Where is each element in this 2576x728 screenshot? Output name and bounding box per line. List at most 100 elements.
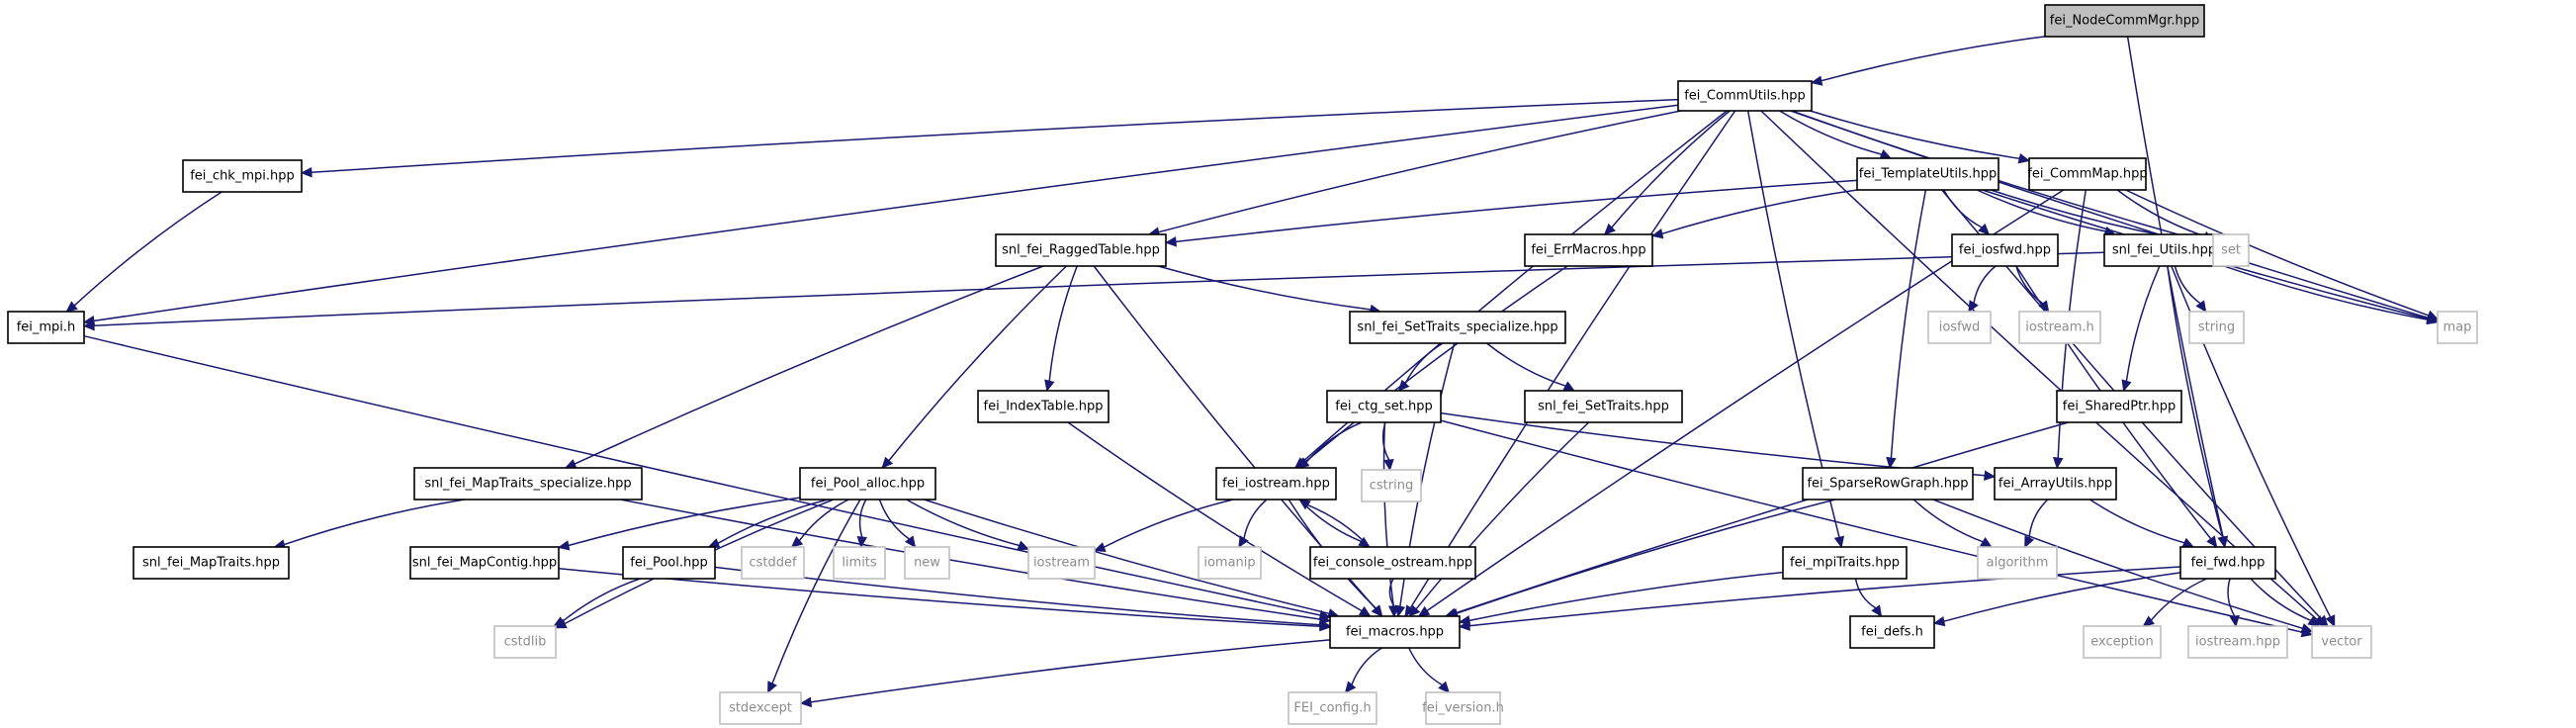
node-box xyxy=(2103,233,2225,267)
node-fei-version-h: fei_version.h xyxy=(1422,691,1504,725)
node-box xyxy=(2056,390,2182,423)
node-fei-templateutils-hpp[interactable]: fei_TemplateUtils.hpp xyxy=(1856,157,1999,191)
node-fei-pool-hpp[interactable]: fei_Pool.hpp xyxy=(622,546,716,580)
edge-snl-fei-settraits-hpp-to-fei-macros-hpp xyxy=(1408,421,1590,617)
node-snl-fei-maptraits-specialize-hpp[interactable]: snl_fei_MapTraits_specialize.hpp xyxy=(413,467,643,500)
node-fei-mpi-h[interactable]: fei_mpi.h xyxy=(7,311,85,344)
edge-snl-fei-raggedtable-hpp-to-fei-indextable-hpp xyxy=(1044,265,1078,393)
edge-fei-sparserowgraph-hpp-to-fei-macros-hpp xyxy=(1446,499,1835,618)
node-label: fei_SharedPtr.hpp xyxy=(2063,400,2176,414)
node-label: iostream.h xyxy=(2025,320,2094,335)
node-snl-fei-utils-hpp[interactable]: snl_fei_Utils.hpp xyxy=(2103,233,2225,267)
node-iomanip: iomanip xyxy=(1198,546,1262,580)
node-cstring: cstring xyxy=(1361,469,1422,502)
node-map: map xyxy=(2437,311,2478,344)
node-box xyxy=(1856,157,1999,191)
edge-fei-arrayutils-hpp-to-fei-fwd-hpp xyxy=(2088,499,2195,548)
edge-fei-fwd-hpp-to-fei-defs-h xyxy=(1932,572,2181,627)
edge-fei-mpitraits-hpp-to-fei-defs-h xyxy=(1854,578,1883,618)
node-box xyxy=(1361,469,1422,502)
edge-fei-pool-alloc-hpp-to-fei-macros-hpp xyxy=(924,499,1340,619)
node-box xyxy=(2028,157,2147,191)
node-snl-fei-settraits-specialize-hpp[interactable]: snl_fei_SetTraits_specialize.hpp xyxy=(1349,311,1566,344)
node-snl-fei-mapcontig-hpp[interactable]: snl_fei_MapContig.hpp xyxy=(409,546,560,580)
node-fei-ctg-set-hpp[interactable]: fei_ctg_set.hpp xyxy=(1326,390,1442,423)
node-snl-fei-raggedtable-hpp[interactable]: snl_fei_RaggedTable.hpp xyxy=(995,233,1167,267)
node-snl-fei-settraits-hpp[interactable]: snl_fei_SetTraits.hpp xyxy=(1524,390,1683,423)
node-label: snl_fei_SetTraits_specialize.hpp xyxy=(1357,320,1557,335)
edge-fei-templateutils-hpp-to-fei-errmacros-hpp xyxy=(1650,189,1858,239)
node-exception: exception xyxy=(2083,625,2162,659)
node-label: cstdlib xyxy=(504,635,547,650)
node-limits: limits xyxy=(833,546,886,580)
edge-fei-pool-alloc-hpp-to-fei-pool-hpp xyxy=(707,499,829,549)
edge-fei-chk-mpi-hpp-to-fei-mpi-h xyxy=(65,191,222,313)
node-fei-console-ostream-hpp[interactable]: fei_console_ostream.hpp xyxy=(1309,546,1476,580)
node-box xyxy=(133,546,290,580)
node-fei-commmap-hpp[interactable]: fei_CommMap.hpp xyxy=(2027,157,2148,191)
node-fei-macros-hpp[interactable]: fei_macros.hpp xyxy=(1329,615,1461,649)
node-fei-indextable-hpp[interactable]: fei_IndexTable.hpp xyxy=(977,390,1110,423)
node-box xyxy=(2044,4,2205,38)
node-label: string xyxy=(2198,320,2235,335)
node-box xyxy=(1349,311,1566,344)
node-label: snl_fei_RaggedTable.hpp xyxy=(1002,243,1160,258)
node-fei-sharedptr-hpp[interactable]: fei_SharedPtr.hpp xyxy=(2056,390,2182,423)
node-fei-iosfwd-hpp[interactable]: fei_iosfwd.hpp xyxy=(1951,233,2059,267)
node-box xyxy=(493,625,557,659)
node-label: snl_fei_MapTraits_specialize.hpp xyxy=(424,477,631,492)
node-box xyxy=(904,546,950,580)
edge-fei-fwd-hpp-to-vector xyxy=(2250,578,2320,627)
node-box xyxy=(1329,615,1461,649)
edge-fei-templateutils-hpp-to-snl-fei-utils-hpp xyxy=(1976,189,2116,236)
edge-fei-arrayutils-hpp-to-algorithm xyxy=(2024,499,2049,549)
edge-fei-pool-alloc-hpp-to-new xyxy=(878,499,917,548)
node-box xyxy=(1802,467,1974,500)
node-iostream-hpp: iostream.hpp xyxy=(2187,625,2288,659)
edge-snl-fei-settraits-specialize-hpp-to-fei-ctg-set-hpp xyxy=(1397,342,1444,392)
edge-fei-sparserowgraph-hpp-to-vector xyxy=(1932,499,2314,634)
node-label: fei_chk_mpi.hpp xyxy=(190,169,295,184)
edge-fei-nodecommmgr-hpp-to-fei-fwd-hpp xyxy=(2126,36,2229,549)
node-box xyxy=(719,691,802,725)
edge-fei-macros-hpp-to-stdexcept xyxy=(799,639,1331,708)
node-box xyxy=(1326,390,1442,423)
node-box xyxy=(1524,390,1683,423)
edge-fei-iosfwd-hpp-to-iosfwd xyxy=(1968,265,1997,314)
node-fei-mpitraits-hpp[interactable]: fei_mpiTraits.hpp xyxy=(1782,546,1908,580)
node-label: cstring xyxy=(1370,479,1413,494)
node-fei-defs-h[interactable]: fei_defs.h xyxy=(1849,615,1935,649)
node-label: limits xyxy=(842,556,877,571)
node-fei-pool-alloc-hpp[interactable]: fei_Pool_alloc.hpp xyxy=(799,467,936,500)
edge-fei-fwd-hpp-to-fei-macros-hpp xyxy=(1458,566,2181,631)
node-cstdlib: cstdlib xyxy=(493,625,557,659)
node-label: fei_ErrMacros.hpp xyxy=(1531,243,1645,258)
node-fei-chk-mpi-hpp[interactable]: fei_chk_mpi.hpp xyxy=(182,159,303,193)
edge-snl-fei-raggedtable-hpp-to-snl-fei-settraits-specialize-hpp xyxy=(1157,265,1381,316)
node-snl-fei-maptraits-hpp[interactable]: snl_fei_MapTraits.hpp xyxy=(133,546,290,580)
node-box xyxy=(977,390,1110,423)
node-box xyxy=(1215,467,1337,500)
node-fei-commutils-hpp[interactable]: fei_CommUtils.hpp xyxy=(1677,80,1813,112)
node-label: algorithm xyxy=(1987,556,2049,571)
node-box xyxy=(1524,233,1653,267)
node-label: fei_ctg_set.hpp xyxy=(1335,400,1432,414)
edge-fei-macros-hpp-to-fei-config-h xyxy=(1344,647,1382,693)
node-fei-config-h: FEI_config.h xyxy=(1288,691,1377,725)
node-fei-errmacros-hpp[interactable]: fei_ErrMacros.hpp xyxy=(1524,233,1653,267)
node-box xyxy=(1782,546,1908,580)
node-fei-iostream-hpp[interactable]: fei_iostream.hpp xyxy=(1215,467,1337,500)
node-box xyxy=(2212,233,2250,267)
node-label: FEI_config.h xyxy=(1293,701,1371,716)
node-fei-arrayutils-hpp[interactable]: fei_ArrayUtils.hpp xyxy=(1994,467,2117,500)
edge-fei-commmap-hpp-to-set xyxy=(2116,189,2215,241)
node-label: fei_CommUtils.hpp xyxy=(1684,89,1806,104)
edge-fei-pool-alloc-hpp-to-snl-fei-mapcontig-hpp xyxy=(557,497,801,551)
node-label: snl_fei_MapContig.hpp xyxy=(412,556,557,571)
node-fei-fwd-hpp[interactable]: fei_fwd.hpp xyxy=(2179,546,2276,580)
edge-fei-commutils-hpp-to-snl-fei-raggedtable-hpp xyxy=(1147,110,1682,237)
edge-fei-console-ostream-hpp-to-fei-iostream-hpp xyxy=(1298,499,1371,548)
node-algorithm: algorithm xyxy=(1977,546,2058,580)
edge-snl-fei-settraits-specialize-hpp-to-snl-fei-settraits-hpp xyxy=(1486,342,1576,392)
node-fei-sparserowgraph-hpp[interactable]: fei_SparseRowGraph.hpp xyxy=(1802,467,1974,500)
